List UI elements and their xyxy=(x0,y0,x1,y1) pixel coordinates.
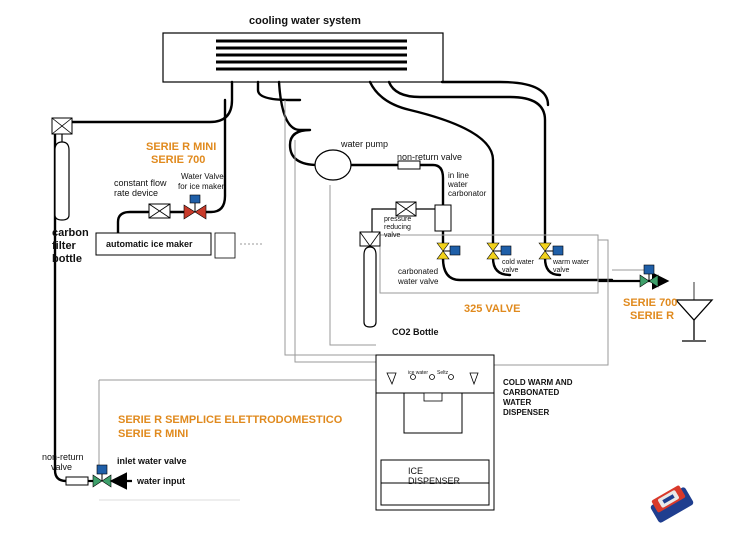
constant-flow-label-2: rate device xyxy=(114,188,159,198)
dispenser-label-2: CARBONATED xyxy=(503,388,560,397)
solenoid-valve-icon xyxy=(183,194,207,220)
pressure-reducing-label-3: valve xyxy=(384,232,401,239)
warm-water-valve-label-2: valve xyxy=(553,267,570,274)
carbonated-valve-label: carbonated xyxy=(398,267,439,276)
carbonated-valve-label-2: water valve xyxy=(398,277,439,286)
serie-r-label: SERIE R xyxy=(630,310,675,322)
solenoid-valve-icon xyxy=(538,242,564,260)
signal-lines xyxy=(98,100,650,501)
inlet-water-valve-label: inlet water valve xyxy=(117,456,187,466)
solenoid-valve-icon xyxy=(92,464,112,488)
cocktail-glass-icon xyxy=(674,282,714,342)
non-return-valve-bottom-icon xyxy=(65,476,89,486)
pressure-reducing-label: pressure xyxy=(384,216,412,223)
warm-water-valve-label: warm water xyxy=(553,259,590,266)
ice-dispenser-label: ICE xyxy=(408,466,424,476)
carbonator-label-3: carbonator xyxy=(448,189,487,198)
tap-ice-water-text: ice water xyxy=(408,370,429,376)
serie-r-mini-label: SERIE R MINI xyxy=(146,141,217,153)
ice-maker-box xyxy=(95,232,212,256)
serie-r-mini-bottom-label: SERIE R MINI xyxy=(118,428,189,440)
water-input-label: water input xyxy=(137,476,186,486)
dispenser-label-3: WATER xyxy=(503,398,532,407)
dispenser-unit xyxy=(375,354,495,511)
cooling-grille-icon xyxy=(162,32,444,83)
carbonator-label-2: water xyxy=(448,180,468,189)
dispenser-label-4: DISPENSER xyxy=(503,408,550,417)
tap-seltz-label: Seltz xyxy=(437,366,448,376)
non-return-valve-bottom-label-2: valve xyxy=(51,462,73,472)
solenoid-valve-icon xyxy=(436,242,461,260)
cold-water-valve-label-2: valve xyxy=(502,267,519,274)
constant-flow-label: constant flow xyxy=(114,178,167,188)
carbon-filter-label-3: bottle xyxy=(52,253,82,265)
serie-700-r-label: SERIE 700 xyxy=(623,297,678,309)
non-return-valve-bottom-label: non-return xyxy=(42,452,84,462)
water-pump-label: water pump xyxy=(341,139,389,149)
dispenser-label: COLD WARM AND xyxy=(503,378,573,387)
non-return-valve-top-icon xyxy=(397,160,421,170)
constant-flow-device-icon xyxy=(148,203,171,219)
water-valve-ice-label-2: for ice maker xyxy=(178,182,225,191)
cooling-system-label: cooling water system xyxy=(249,15,361,27)
valve-325-box xyxy=(379,234,599,294)
inline-carbonator-icon xyxy=(434,204,452,232)
cold-water-valve-label: cold water xyxy=(502,259,534,266)
non-return-valve-top-label: non-return valve xyxy=(397,152,463,162)
solenoid-valve-icon xyxy=(639,264,659,288)
pressure-reducing-valve-icon xyxy=(371,201,435,232)
carbon-filter-label: carbon xyxy=(52,227,89,239)
ice-dispenser-label-2: DISPENSER xyxy=(408,476,461,486)
water-valve-ice-label: Water Valve xyxy=(181,172,224,181)
serie-semplice-label: SERIE R SEMPLICE ELETTRODOMESTICO xyxy=(118,414,343,426)
carbon-filter-bottle-icon xyxy=(51,117,73,221)
brand-logo-icon xyxy=(650,485,694,523)
pressure-reducing-label-2: reducing xyxy=(384,224,411,231)
ice-maker-label: automatic ice maker xyxy=(106,239,193,249)
co2-bottle-icon xyxy=(359,231,381,328)
water-pump-icon xyxy=(314,149,352,181)
solenoid-valve-icon xyxy=(486,242,512,260)
ice-maker-side-box xyxy=(214,232,236,259)
carbonator-label: in line xyxy=(448,171,469,180)
carbon-filter-label-2: filter xyxy=(52,240,76,252)
co2-bottle-label: CO2 Bottle xyxy=(392,327,439,337)
serie-700-label: SERIE 700 xyxy=(151,154,206,166)
tap-seltz-text: Seltz xyxy=(437,370,449,376)
tap-ice-water-label: ice water xyxy=(408,366,428,376)
valve-325-label: 325 VALVE xyxy=(464,303,521,315)
